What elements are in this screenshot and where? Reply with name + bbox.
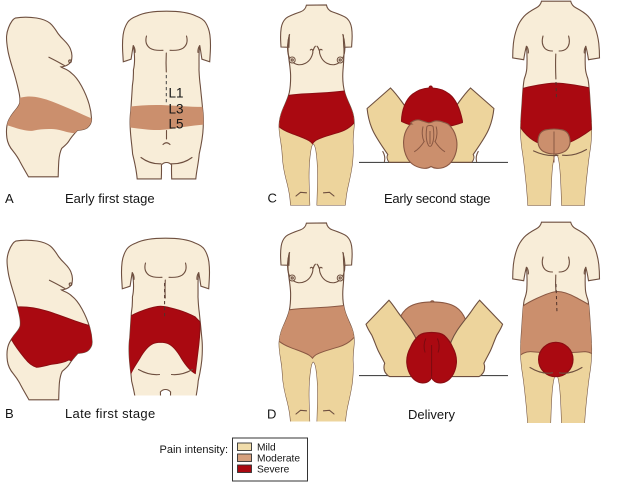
svg-text:Moderate: Moderate [257,453,300,464]
svg-text:A: A [5,191,14,206]
svg-text:L3: L3 [169,102,184,117]
svg-text:C: C [268,191,277,206]
svg-text:L5: L5 [169,117,184,132]
svg-text:Early second stage: Early second stage [384,191,490,206]
svg-text:Early first stage: Early first stage [65,191,155,206]
svg-text:Mild: Mild [257,442,276,453]
svg-text:Severe: Severe [257,464,290,475]
svg-text:L1: L1 [169,86,184,101]
svg-text:D: D [267,407,276,422]
svg-text:Late first stage: Late first stage [65,406,156,421]
svg-text:B: B [5,406,14,421]
svg-text:Delivery: Delivery [408,407,455,422]
svg-text:Pain intensity:: Pain intensity: [160,444,228,456]
